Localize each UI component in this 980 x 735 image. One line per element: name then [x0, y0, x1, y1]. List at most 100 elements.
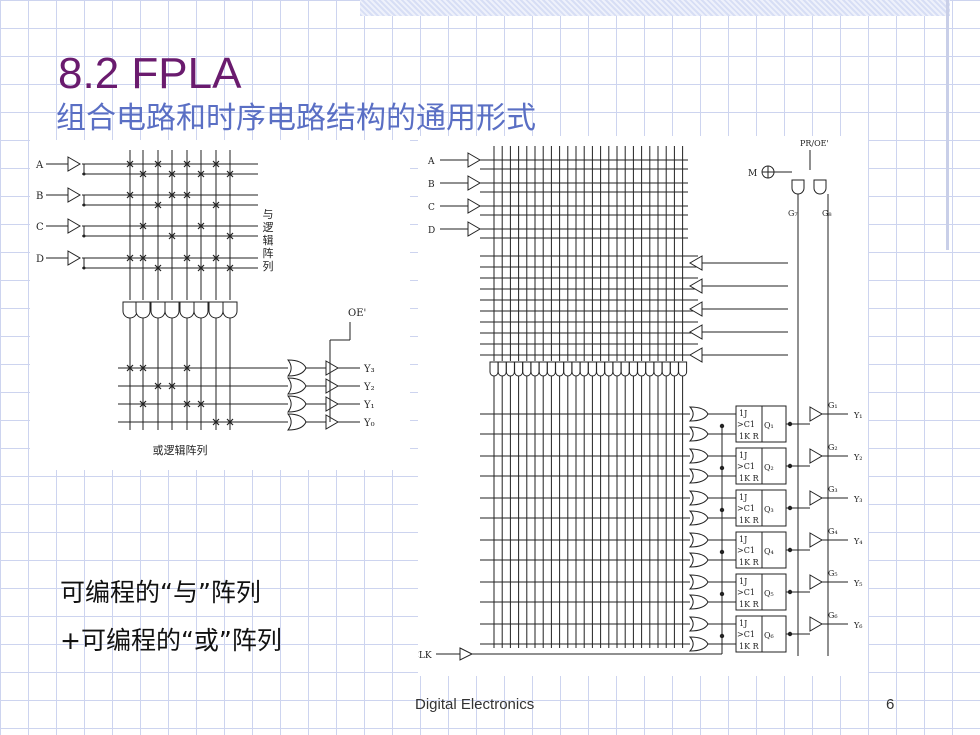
and-array-cross	[226, 264, 234, 272]
or-gate-icon	[286, 413, 307, 431]
and-array-label-char: 阵	[263, 246, 274, 260]
left-output-label: Y₀	[363, 418, 375, 429]
right-output-label: Y₂	[853, 453, 863, 462]
and-gate-icon	[222, 301, 238, 319]
right-input-buffer-icon	[467, 175, 481, 191]
and-array-label-char: 逻	[263, 221, 274, 234]
ff-1j-label: 1J	[739, 409, 747, 418]
top-decorative-stripe	[360, 0, 950, 16]
and-gate-icon	[612, 361, 622, 377]
pr-oe-label: PR/OE'	[800, 139, 829, 148]
or-gate-icon	[688, 448, 709, 464]
or-array-cross	[168, 382, 176, 390]
junction-dot	[82, 172, 86, 176]
gate-g7-label: G₇	[788, 209, 798, 218]
flipflop-q-box	[761, 489, 787, 527]
and-gate-icon	[208, 301, 224, 319]
and-gate-icon	[135, 301, 151, 319]
or-array-cross	[139, 364, 147, 372]
left-input-label-b: B	[36, 191, 43, 202]
and-gate-icon	[193, 301, 209, 319]
left-input-buffer-icon	[67, 187, 81, 203]
and-gate-icon	[497, 361, 507, 377]
output-tristate-buffer-icon	[325, 378, 339, 394]
or-gate-icon	[688, 532, 709, 548]
left-output-label: Y₃	[363, 364, 375, 375]
and-gate-icon	[579, 361, 589, 377]
and-gate-icon	[628, 361, 638, 377]
and-gate-icon	[164, 301, 180, 319]
flipflop-box	[735, 447, 763, 485]
ff-q-label: Q₂	[764, 463, 774, 472]
and-gate-icon	[150, 301, 166, 319]
and-array-cross	[139, 170, 147, 178]
or-gate-icon	[688, 616, 709, 632]
or-gate-icon	[688, 636, 709, 652]
and-gate-icon	[620, 361, 630, 377]
or-gate-icon	[688, 594, 709, 610]
junction-dot	[82, 266, 86, 270]
output-junction-dot	[787, 547, 793, 553]
and-gate-icon	[604, 361, 614, 377]
right-input-label: B	[428, 180, 435, 190]
and-gate-icon	[179, 301, 195, 319]
and-gate-icon	[637, 361, 647, 377]
or-array-cross	[212, 418, 220, 426]
ff-1j-label: 1J	[739, 451, 747, 460]
ff-1j-label: 1J	[739, 535, 747, 544]
ff-c1-label: >C1	[737, 504, 755, 513]
or-gate-icon	[688, 574, 709, 590]
right-input-label: D	[428, 226, 435, 236]
and-gate-icon	[546, 361, 556, 377]
or-array-cross	[139, 400, 147, 408]
and-gate-icon	[571, 361, 581, 377]
ff-c1-label: >C1	[737, 630, 755, 639]
slide-title: 8.2 FPLA	[58, 49, 242, 98]
ff-1j-label: 1J	[739, 577, 747, 586]
right-input-label: C	[428, 203, 435, 213]
output-buffer-icon	[809, 616, 823, 632]
and-gate-icon	[555, 361, 565, 377]
output-buffer-icon	[809, 574, 823, 590]
output-tristate-buffer-icon	[325, 360, 339, 376]
output-buffer-icon	[809, 406, 823, 422]
output-gate-label: G₁	[828, 401, 838, 410]
and-array-label-char: 辑	[263, 233, 274, 247]
caption-and-array: 可编程的“与”阵列	[60, 578, 261, 607]
or-array-label: 或逻辑阵列	[153, 443, 208, 457]
or-array-cross	[183, 364, 191, 372]
gate-g8-icon	[813, 179, 827, 195]
right-output-label: Y₁	[853, 411, 863, 420]
and-gate-icon	[596, 361, 606, 377]
and-array-cross	[154, 201, 162, 209]
ff-1j-label: 1J	[739, 493, 747, 502]
clk-label: CLK	[418, 651, 432, 661]
left-input-label-a: A	[35, 160, 44, 171]
m-label: M	[748, 169, 757, 179]
ff-c1-label: >C1	[737, 420, 755, 429]
and-array-cross	[168, 232, 176, 240]
and-array-cross	[154, 160, 162, 168]
and-gate-icon	[645, 361, 655, 377]
ff-1k-label: 1K R	[739, 432, 760, 441]
and-array-cross	[212, 254, 220, 262]
right-output-label: Y₃	[853, 495, 863, 504]
and-gate-icon	[678, 361, 688, 377]
and-array-cross	[212, 160, 220, 168]
or-gate-icon	[688, 406, 709, 422]
flipflop-q-box	[761, 405, 787, 443]
output-junction-dot	[787, 421, 793, 427]
ff-q-label: Q₆	[764, 631, 774, 640]
and-array-cross	[126, 254, 134, 262]
right-input-buffer-icon	[467, 221, 481, 237]
and-array-label-char: 与	[263, 208, 274, 221]
ff-q-label: Q₃	[764, 505, 774, 514]
or-gate-icon	[286, 359, 307, 377]
and-gate-icon	[530, 361, 540, 377]
output-tristate-buffer-icon	[325, 396, 339, 412]
and-gate-icon	[489, 361, 499, 377]
ff-1k-label: 1K R	[739, 474, 760, 483]
flipflop-box	[735, 573, 763, 611]
